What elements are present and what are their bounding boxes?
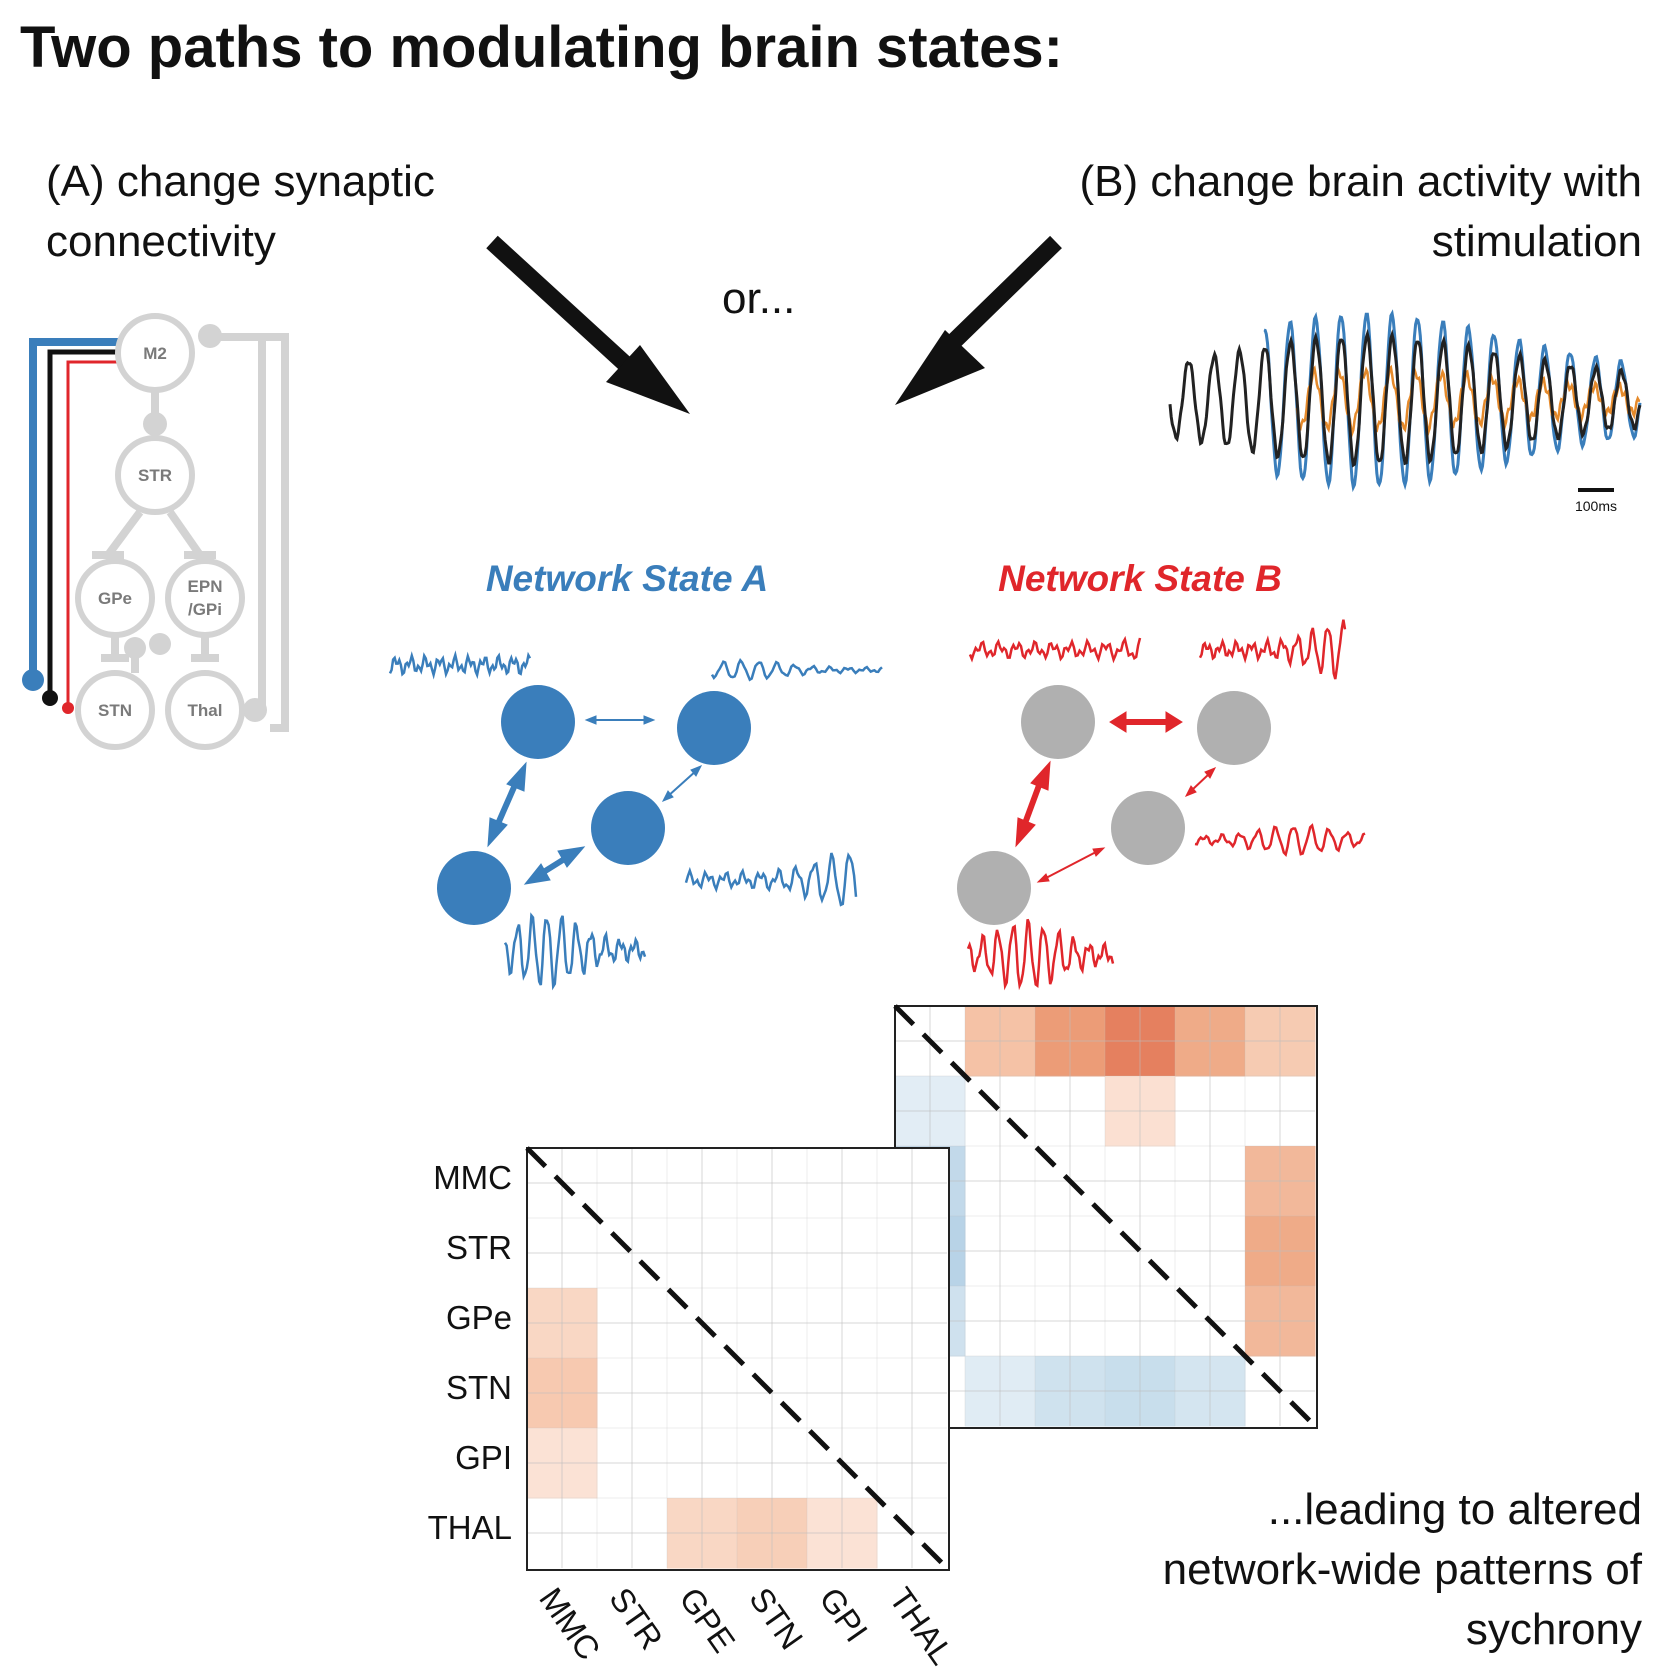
path-b-caption: (B) change brain activity with stimulati… xyxy=(1080,152,1642,272)
node-stn-circle xyxy=(75,670,155,750)
conclusion-caption: ...leading to altered network-wide patte… xyxy=(1163,1480,1642,1660)
path-a-caption: (A) change synaptic connectivity xyxy=(46,152,435,272)
signal-a-1 xyxy=(388,650,532,680)
node-thal-circle xyxy=(165,670,245,750)
matrix-b-diagonal xyxy=(893,1004,1319,1430)
node-gpe-label: GPe xyxy=(98,589,132,608)
signal-b-3 xyxy=(1194,823,1366,858)
conclusion-line1: ...leading to altered xyxy=(1267,1485,1642,1534)
node-str-label: STR xyxy=(138,466,172,485)
row-label-gpe: GPe xyxy=(446,1299,512,1336)
path-a-line2: connectivity xyxy=(46,217,276,266)
row-label-gpi: GPI xyxy=(455,1439,512,1476)
node-b-2 xyxy=(1197,691,1271,765)
or-label: or... xyxy=(722,274,796,323)
conclusion-line2: network-wide patterns of xyxy=(1162,1545,1642,1594)
edge-a-top xyxy=(584,715,656,725)
node-str-circle xyxy=(115,435,195,515)
node-m2-circle xyxy=(115,313,195,393)
trace-orange xyxy=(1295,364,1641,439)
row-label-mmc: MMC xyxy=(433,1159,512,1196)
col-label-gpi: GPI xyxy=(812,1581,875,1649)
node-a-1 xyxy=(501,685,575,759)
path-b-line1: (B) change brain activity with xyxy=(1079,157,1642,206)
node-a-3 xyxy=(591,791,665,865)
signal-b-2 xyxy=(1198,619,1347,680)
edge-a-bottom xyxy=(523,846,586,885)
node-b-3 xyxy=(1111,791,1185,865)
node-gpi-label: /GPi xyxy=(188,600,222,619)
signal-a-4 xyxy=(503,912,647,991)
row-label-thal: THAL xyxy=(428,1509,512,1546)
path-a-line1: (A) change synaptic xyxy=(46,157,435,206)
node-epn-circle xyxy=(165,558,245,638)
conclusion-line3: sychrony xyxy=(1465,1605,1642,1654)
network-a-title: Network State A xyxy=(486,558,768,599)
col-label-gpe: GPE xyxy=(672,1581,742,1659)
node-b-1 xyxy=(1021,685,1095,759)
path-b-line2: stimulation xyxy=(1431,217,1642,266)
edge-a-left xyxy=(487,761,527,848)
stimulation-traces: 100ms xyxy=(1168,309,1642,514)
col-label-thal: THAL xyxy=(882,1581,961,1668)
edge-b-bottom xyxy=(1036,847,1106,883)
node-gpe-circle xyxy=(75,558,155,638)
node-thal-label: Thal xyxy=(188,701,223,720)
node-epn-label: EPN xyxy=(188,577,223,596)
arrow-from-b xyxy=(895,235,1062,405)
network-state-a: Network State A xyxy=(388,558,883,991)
matrix-state-b xyxy=(893,1004,1319,1430)
edge-a-right xyxy=(661,765,703,802)
signal-a-3 xyxy=(684,852,858,907)
signal-a-2 xyxy=(710,658,883,682)
col-label-stn: STN xyxy=(742,1581,810,1656)
matrix-a-diagonal xyxy=(525,1146,951,1572)
main-title: Two paths to modulating brain states: xyxy=(20,15,1063,80)
row-label-str: STR xyxy=(446,1229,512,1266)
row-label-stn: STN xyxy=(446,1369,512,1406)
node-stn-label: STN xyxy=(98,701,132,720)
edge-b-left xyxy=(1015,760,1051,848)
signal-b-1 xyxy=(968,635,1142,664)
network-state-b: Network State B xyxy=(957,558,1366,991)
network-b-title: Network State B xyxy=(998,558,1282,599)
edge-b-top xyxy=(1109,711,1183,733)
trace-black xyxy=(1168,328,1642,468)
edge-b-right xyxy=(1184,767,1217,797)
circuit-diagram: M2 STR GPe EPN /GPi STN Thal xyxy=(22,313,289,750)
signal-b-4 xyxy=(966,918,1115,991)
node-m2-label: M2 xyxy=(143,344,167,363)
node-b-4 xyxy=(957,851,1031,925)
node-a-4 xyxy=(437,851,511,925)
col-label-mmc: MMC xyxy=(532,1581,608,1667)
arrow-from-a xyxy=(486,235,690,414)
scale-bar-label: 100ms xyxy=(1575,498,1617,514)
matrix-state-a: MMC STR GPe STN GPI THAL MMC STR GPE STN… xyxy=(428,1146,961,1668)
node-a-2 xyxy=(677,691,751,765)
col-label-str: STR xyxy=(602,1581,670,1656)
